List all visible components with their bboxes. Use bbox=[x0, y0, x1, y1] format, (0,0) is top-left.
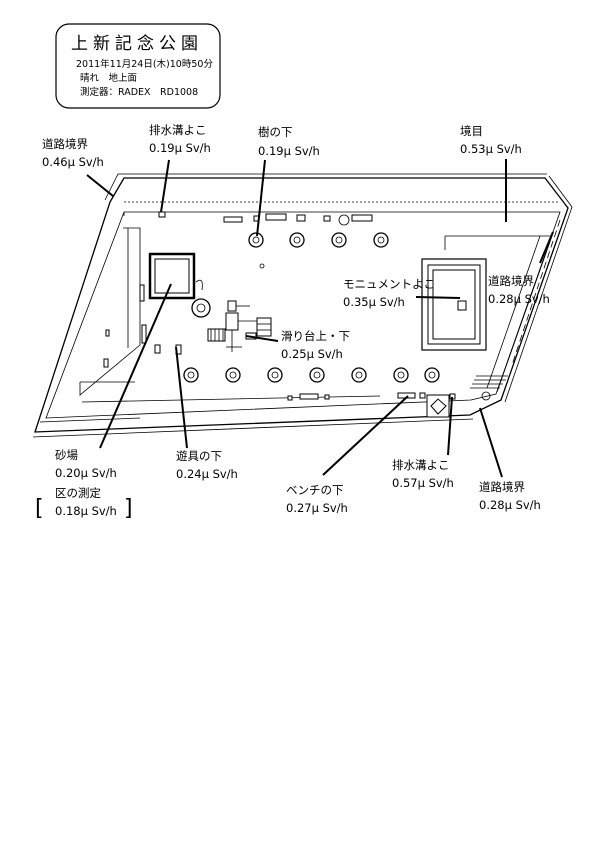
label-boundary-ne: 境目 0.53μ Sv/h bbox=[460, 124, 522, 156]
label-drain-south: 排水溝よこ 0.57μ Sv/h bbox=[392, 458, 454, 490]
label-place: 滑り台上・下 bbox=[281, 329, 350, 343]
park-features bbox=[103, 211, 491, 418]
label-bench: ベンチの下 0.27μ Sv/h bbox=[286, 483, 348, 515]
label-place: 道路境界 bbox=[42, 137, 88, 151]
label-road-boundary-nw: 道路境界 0.46μ Sv/h bbox=[42, 137, 104, 169]
measurement-datetime: 2011年11月24日(木)10時50分 bbox=[76, 58, 213, 70]
park-outline bbox=[32, 173, 573, 438]
label-value: 0.19μ Sv/h bbox=[258, 144, 320, 158]
label-place: モニュメントよこ bbox=[343, 277, 435, 291]
drain-grate bbox=[426, 394, 450, 418]
label-place: 道路境界 bbox=[479, 480, 525, 494]
label-under-tree: 樹の下 0.19μ Sv/h bbox=[258, 125, 320, 158]
label-value: 0.35μ Sv/h bbox=[343, 295, 405, 309]
label-place: ベンチの下 bbox=[286, 483, 344, 497]
label-slide: 滑り台上・下 0.25μ Sv/h bbox=[281, 329, 350, 361]
label-value: 0.53μ Sv/h bbox=[460, 142, 522, 156]
label-place: 道路境界 bbox=[488, 274, 534, 288]
label-value: 0.19μ Sv/h bbox=[149, 141, 211, 155]
weather-condition: 晴れ 地上面 bbox=[80, 72, 137, 84]
label-value: 0.46μ Sv/h bbox=[42, 155, 104, 169]
label-value: 0.20μ Sv/h bbox=[55, 466, 117, 480]
label-place: 境目 bbox=[460, 124, 483, 138]
label-place: 砂場 bbox=[55, 448, 78, 462]
label-place: 排水溝よこ bbox=[149, 123, 207, 137]
leader-lines bbox=[86, 159, 554, 478]
label-road-boundary-se: 道路境界 0.28μ Sv/h bbox=[479, 480, 541, 512]
label-value: 0.57μ Sv/h bbox=[392, 476, 454, 490]
sandbox bbox=[148, 252, 203, 300]
label-road-boundary-east: 道路境界 0.28μ Sv/h bbox=[488, 274, 550, 306]
label-value: 0.27μ Sv/h bbox=[286, 501, 348, 515]
label-value: 0.28μ Sv/h bbox=[488, 292, 550, 306]
label-sandbox: 砂場 0.20μ Sv/h bbox=[55, 448, 117, 480]
label-monument: モニュメントよこ 0.35μ Sv/h bbox=[343, 277, 435, 309]
label-place: 樹の下 bbox=[258, 125, 293, 139]
bracket-close: ] bbox=[124, 496, 133, 521]
label-drain-north: 排水溝よこ 0.19μ Sv/h bbox=[149, 123, 211, 155]
label-ward-measurement: [ 区の測定 0.18μ Sv/h ] bbox=[35, 486, 133, 521]
label-value: 0.25μ Sv/h bbox=[281, 347, 343, 361]
slide-structure bbox=[191, 298, 272, 352]
ward-value: 0.18μ Sv/h bbox=[55, 504, 117, 518]
label-play-equipment: 遊具の下 0.24μ Sv/h bbox=[176, 449, 238, 481]
label-place: 排水溝よこ bbox=[392, 458, 450, 472]
park-title: 上新記念公園 bbox=[71, 33, 203, 54]
bracket-open: [ bbox=[35, 496, 44, 521]
header-box: 上新記念公園 2011年11月24日(木)10時50分 晴れ 地上面 測定器：R… bbox=[55, 23, 221, 109]
label-value: 0.28μ Sv/h bbox=[479, 498, 541, 512]
tree-row-north bbox=[248, 232, 389, 248]
ward-place: 区の測定 bbox=[55, 486, 101, 500]
label-value: 0.24μ Sv/h bbox=[176, 467, 238, 481]
tree-row-south bbox=[183, 367, 440, 383]
monument bbox=[421, 258, 487, 351]
instrument-info: 測定器：RADEX RD1008 bbox=[80, 86, 198, 98]
label-place: 遊具の下 bbox=[176, 449, 222, 463]
